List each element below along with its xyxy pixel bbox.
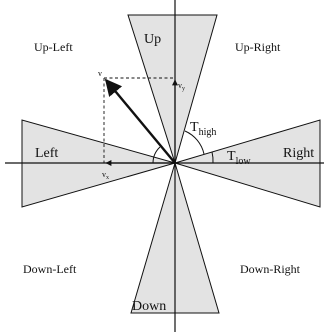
label-t-low-base: T <box>227 149 236 164</box>
label-left: Left <box>35 146 58 161</box>
label-t-high-base: T <box>190 120 199 135</box>
vector-v-arrow <box>104 78 176 164</box>
projection-lines <box>103 77 175 163</box>
label-t-low: Tlow <box>227 149 251 167</box>
sector-up <box>127 14 218 165</box>
label-up-right: Up-Right <box>235 40 281 54</box>
label-down-left: Down-Left <box>23 262 77 276</box>
label-vx-base: v <box>102 170 106 179</box>
angle-arc-high <box>184 130 205 155</box>
label-down: Down <box>132 299 166 314</box>
label-right: Right <box>283 146 314 161</box>
label-up-left: Up-Left <box>34 40 73 54</box>
label-vx: vx <box>102 170 109 181</box>
region-labels: Up Down Left Right Up-Left Up-Right Down… <box>23 32 314 314</box>
label-t-high-sub: high <box>199 127 217 138</box>
label-vy-base: v <box>178 81 182 90</box>
label-t-low-sub: low <box>236 156 252 167</box>
vector-labels: v vx vy <box>98 69 185 181</box>
threshold-labels: Thigh Tlow <box>190 120 251 167</box>
label-t-high: Thigh <box>190 120 216 138</box>
label-vy: vy <box>178 81 185 92</box>
label-up: Up <box>144 32 161 47</box>
label-vx-sub: x <box>106 175 109 181</box>
angle-arc-vector <box>152 146 161 164</box>
label-v: v <box>98 69 102 78</box>
label-vy-sub: y <box>182 86 185 92</box>
label-down-right: Down-Right <box>240 262 301 276</box>
angle-arc-low <box>211 151 214 164</box>
